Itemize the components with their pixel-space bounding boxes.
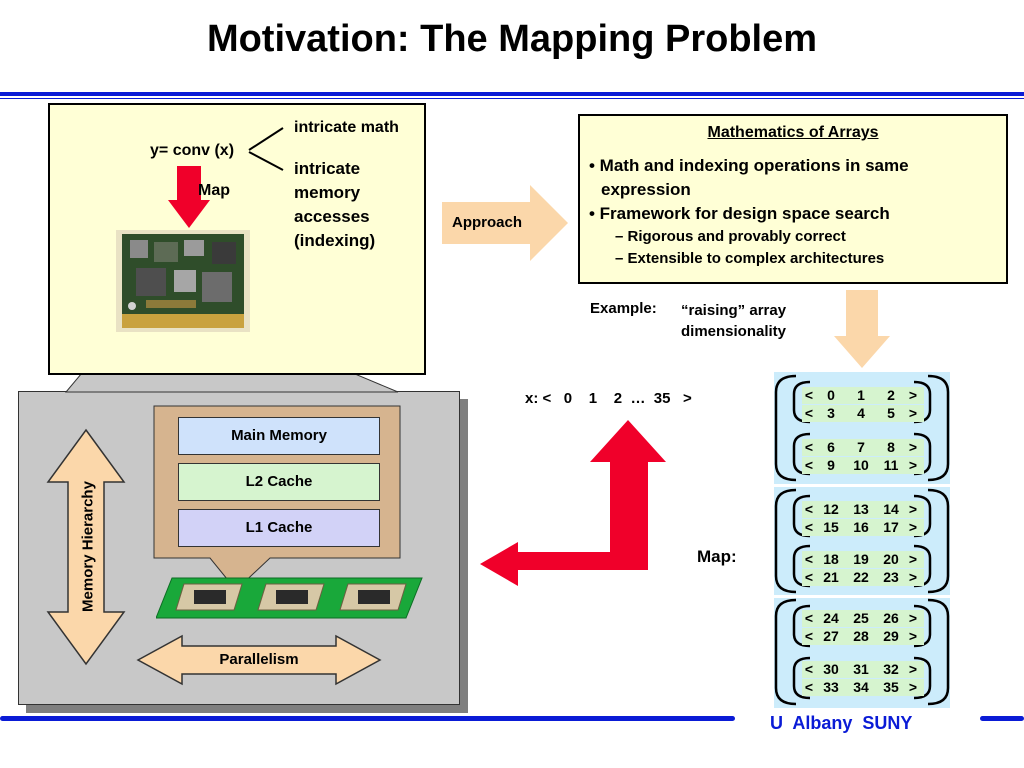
bullet-math-indexing: • Math and indexing operations in same [589,156,909,175]
array-cell: 31 [853,661,869,677]
branch-lines [248,127,284,171]
array-brackets [774,374,950,706]
approach-label: Approach [452,214,523,231]
sub-bullet-rigorous: – Rigorous and provably correct [615,228,846,245]
array-cell: 6 [827,439,835,455]
array-cell: 25 [853,610,869,626]
sub-bullet-extensible: – Extensible to complex architectures [615,250,885,267]
array-cell: 27 [823,628,839,644]
x-vector: x: < 0 1 2 … 35 > [525,390,692,407]
memory-hierarchy-label: Memory Hierarchy [79,481,97,612]
memory-hierarchy-arrow-icon [46,428,126,666]
array-cell: 8 [887,439,895,455]
array-cell: 19 [853,551,869,567]
array-cell: 4 [857,405,865,421]
array-cell: 20 [883,551,899,567]
array-cell: 0 [827,387,835,403]
array-cell: 2 [887,387,895,403]
title-rule [0,92,1024,96]
array-cell: 5 [887,405,895,421]
math-of-arrays-box [578,114,1008,284]
array-cell: 29 [883,628,899,644]
array-cell: 28 [853,628,869,644]
array-cell: 7 [857,439,865,455]
array-cell: 24 [823,610,839,626]
example-text: “raising” array dimensionality [681,302,787,340]
main-memory-box: Main Memory [178,417,380,455]
chip-icon [257,583,325,611]
map-label-2: Map: [697,547,737,566]
array-cell: 33 [823,679,839,695]
array-cell: 21 [823,569,839,585]
approach-arrow-icon [442,185,568,261]
array-cell: 9 [827,457,835,473]
title-rule-thin [0,98,1024,99]
array-cell: 11 [883,457,899,473]
footer-rule-right [980,716,1024,721]
array-cell: 12 [823,501,839,517]
array-cell: 17 [883,519,899,535]
array-cell: 34 [853,679,869,695]
l2-cache-box: L2 Cache [178,463,380,501]
array-cell: 32 [883,661,899,677]
array-cell: 15 [823,519,839,535]
array-cell: 16 [853,519,869,535]
array-cell: 23 [883,569,899,585]
array-cell: 1 [857,387,865,403]
circuit-board-image [116,230,250,332]
footer-rule-left [0,716,735,721]
chip-icon [175,583,243,611]
array-cell: 13 [853,501,869,517]
processor-board [156,577,423,619]
array-cell: 26 [883,610,899,626]
footer-label: U Albany SUNY [770,713,913,733]
l1-cache-box: L1 Cache [178,509,380,547]
example-label: Example: [590,300,657,317]
mapping-arrow-icon [480,420,666,586]
array-cell: 35 [883,679,899,695]
array-cell: 18 [823,551,839,567]
slide-title: Motivation: The Mapping Problem [206,18,818,60]
array-cell: 10 [853,457,869,473]
array-cell: 3 [827,405,835,421]
down-arrow-icon [168,166,210,228]
array-cell: 14 [883,501,899,517]
array-cell: 22 [853,569,869,585]
bullet-math-indexing-cont: expression [601,180,691,199]
bullet-framework: • Framework for design space search [589,204,890,223]
intricate-math-label: intricate math [294,119,399,136]
parallelism-arrow-icon [136,634,382,686]
down-peach-arrow-icon [834,290,890,368]
intricate-memory-label: intricate memory accesses (indexing) [294,159,376,250]
parallelism-label: Parallelism [219,651,299,668]
chip-icon [339,583,407,611]
equation-label: y= conv (x) [150,142,235,159]
array-cell: 30 [823,661,839,677]
map-label: Map [198,182,230,199]
math-of-arrays-title: Mathematics of Arrays [707,124,879,141]
